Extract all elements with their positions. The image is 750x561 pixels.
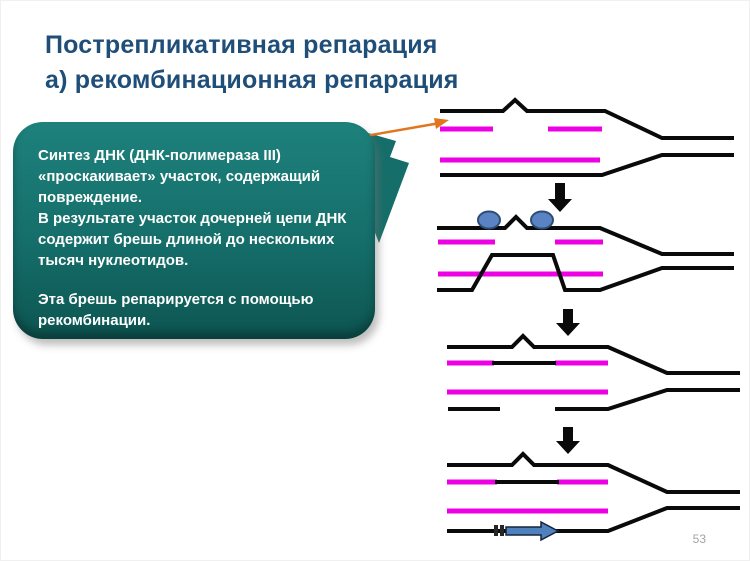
down-arrow-icon (556, 309, 580, 336)
callout-paragraph-1: Синтез ДНК (ДНК-полимераза III) «проскак… (38, 147, 321, 206)
protein-icon (477, 210, 501, 230)
callout-text: Синтез ДНК (ДНК-полимераза III) «проскак… (38, 145, 350, 331)
slide-title: Пострепликативная репарация а) рекомбина… (45, 28, 459, 98)
down-arrow-icon (548, 183, 572, 212)
polymerase-tail-bead (494, 525, 498, 536)
polymerase-tail-bead (500, 525, 504, 536)
parental-strand-with-lesion-icon (440, 97, 734, 140)
dna-stage-3 (447, 333, 740, 411)
down-arrow-icon (556, 427, 580, 454)
callout-paragraph-2: В результате участок дочерней цепи ДНК с… (38, 210, 347, 269)
dna-stage-4 (447, 451, 740, 542)
donor-strand-with-gap (448, 388, 740, 411)
parental-strand-with-lesion-icon (437, 214, 734, 256)
polymerase-arrow-icon (505, 520, 560, 542)
dna-stage-2 (437, 210, 734, 292)
slide-title-line1: Пострепликативная репарация (45, 31, 438, 59)
explanation-callout: Синтез ДНК (ДНК-полимераза III) «проскак… (13, 122, 375, 339)
protein-icon (530, 210, 554, 230)
dna-stage-1 (440, 97, 734, 177)
page-number: 53 (692, 532, 706, 546)
exchanged-parental-strand (437, 253, 734, 292)
parental-strand-with-lesion-icon (447, 451, 740, 494)
callout-paragraph-3: Эта брешь репарируется с помощью рекомби… (38, 291, 314, 329)
parental-strand-with-lesion-icon (447, 333, 740, 375)
parental-strand-bottom (440, 153, 734, 177)
slide-title-line2: а) рекомбинационная репарация (45, 66, 459, 94)
